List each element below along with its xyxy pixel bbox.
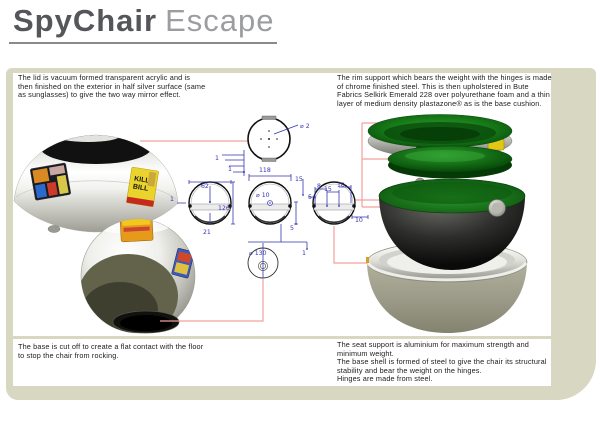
dimension-label: 1 <box>228 166 232 173</box>
base-cushion <box>387 145 513 179</box>
closed-lid-render: KILL BILL <box>13 134 179 233</box>
dimension-label: 1 <box>302 250 306 257</box>
dimension-label: 118 <box>259 167 271 174</box>
note-seat-line1: The seat support is aluminium for maximu… <box>337 340 530 358</box>
panel-divider <box>13 336 551 339</box>
dimension-label: 10 <box>337 182 345 189</box>
small-poster-sticker <box>171 248 195 279</box>
gta-poster-sticker <box>30 162 71 201</box>
dimension-lines <box>177 124 369 278</box>
note-seat-line3: Hinges are made from steel. <box>337 374 433 384</box>
leader-lines-left <box>140 140 264 322</box>
technical-drawing: ⌀ 2 1 1 62 1 126 21 118 ⌀ 10 5 15 8 15 1… <box>170 115 369 279</box>
note-base-cutoff: The base is cut off to create a flat con… <box>18 342 204 360</box>
dimension-label: 15 <box>324 186 332 193</box>
kill-bill-poster-sticker: KILL BILL <box>126 166 159 207</box>
dimension-label: 21 <box>203 229 211 236</box>
dimension-label: 5 <box>308 194 312 201</box>
note-rim-support: The rim support which bears the weight w… <box>337 73 552 108</box>
dimension-labels: ⌀ 2 1 1 62 1 126 21 118 ⌀ 10 5 15 8 15 1… <box>170 123 363 257</box>
dimension-label: 126 <box>218 205 230 212</box>
dimension-label: 10 <box>355 217 363 224</box>
title-underline <box>9 42 277 44</box>
base-underside-render <box>80 218 196 334</box>
note-seat-support: The seat support is aluminium for maximu… <box>337 340 551 384</box>
leader-lines-right <box>333 122 394 264</box>
side-view-circles <box>188 181 356 225</box>
note-lid: The lid is vacuum formed transparent acr… <box>18 73 206 100</box>
dimension-label: ⌀ 130 <box>249 250 267 257</box>
seat-bowl <box>378 177 526 270</box>
orange-poster-sticker <box>119 219 154 243</box>
dimension-label: 62 <box>201 183 209 190</box>
dimension-label: 15 <box>295 176 303 183</box>
exploded-view-render <box>366 114 528 333</box>
dimension-label: 1 <box>215 155 219 162</box>
note-seat-line2: The base shell is formed of steel to giv… <box>337 357 547 375</box>
center-marks <box>260 130 278 148</box>
sticker-text: BILL <box>132 183 149 192</box>
dimension-label: 5 <box>290 225 294 232</box>
dimension-label: ⌀ 2 <box>300 123 310 130</box>
dimension-label: ⌀ 10 <box>256 192 270 199</box>
sticker-text: KILL <box>134 176 151 185</box>
page-title-secondary: Escape <box>165 3 275 38</box>
hinge-mark <box>366 257 369 263</box>
page-title-primary: SpyChair <box>13 3 158 38</box>
dimension-label: 8 <box>317 183 321 190</box>
dimension-dots <box>209 171 340 250</box>
dimension-label: 1 <box>170 196 174 203</box>
lid-foot <box>47 225 61 233</box>
